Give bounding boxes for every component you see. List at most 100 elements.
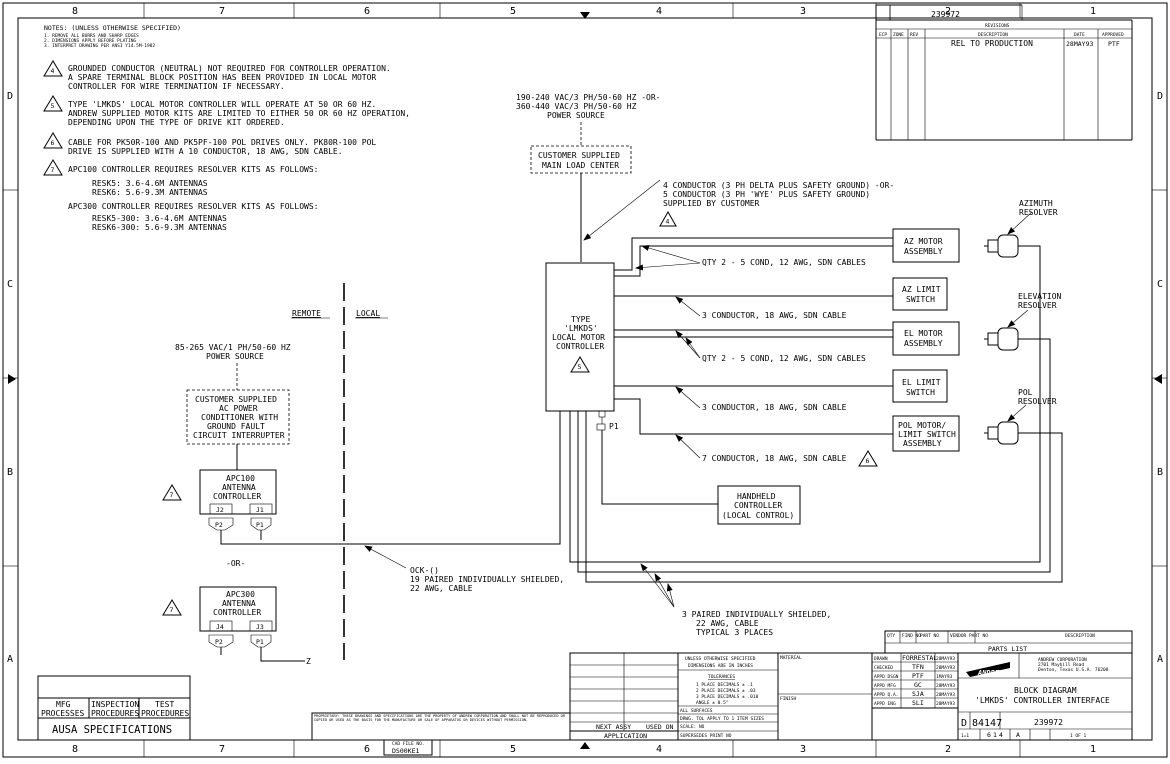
el-limit-line-2: SWITCH (906, 388, 935, 397)
zone-right-C: C (1157, 279, 1163, 290)
name-2: PTF (912, 672, 924, 680)
spec-mfg-1: MFG (56, 700, 71, 709)
label-local: LOCAL (356, 309, 380, 318)
apc100-p2-connector (208, 517, 234, 531)
pol-res-line-2: RESOLVER (1018, 397, 1057, 406)
application-block: NEXT ASSY USED ON APPLICATION (569, 652, 679, 741)
material-label: MATERIAL (780, 655, 802, 661)
rev-row-desc: REL TO PRODUCTION (951, 39, 1033, 48)
apc300-line-1: APC300 (226, 590, 255, 599)
note-7-resk6-300: RESK6-300: 5.6-9.3M ANTENNAS (92, 223, 227, 232)
lmc-p1-connector-a (598, 410, 606, 418)
tol-line-3: 3 PLACE DECIMALS ± .010 (696, 694, 759, 700)
note-5-ref-number: 5 (578, 363, 582, 371)
notes-block: NOTES: (UNLESS OTHERWISE SPECIFIED) 1. R… (43, 24, 410, 232)
pol-motor-line-1: POL MOTOR/ (898, 421, 946, 430)
note-4-number: 4 (51, 67, 55, 75)
lmc-p1-label: P1 (609, 422, 619, 431)
main-load-line-2: MAIN LOAD CENTER (542, 161, 619, 170)
zone-top-5: 5 (510, 6, 516, 17)
parts-list-title: PARTS LIST (988, 645, 1027, 653)
el-motor-line-2: ASSEMBLY (904, 339, 943, 348)
rev-digit-3: 4 (999, 731, 1003, 739)
el-motor-line-1: EL MOTOR (904, 329, 943, 338)
tol-line-4: ANGLE ± 0.5° (696, 700, 729, 706)
zone-top-4: 4 (656, 6, 662, 17)
note-4-ref-triangle (659, 210, 677, 227)
note-4-line-2: A SPARE TERMINAL BLOCK POSITION HAS BEEN… (68, 73, 376, 82)
apc100-j2: J2 (216, 506, 224, 514)
signoff-block: DRAWN CHECKED APPD DSGN APPD MFG APPD Q.… (871, 652, 959, 709)
el-res-line-2: RESOLVER (1018, 301, 1057, 310)
local-motor-controller (545, 262, 615, 412)
note-7-ref-number-a: 7 (170, 491, 174, 499)
apc100-p1-connector (250, 517, 272, 531)
apc100-line-1: APC100 (226, 474, 255, 483)
zone-bottom-4: 4 (656, 744, 662, 755)
note-4-ref-number: 4 (666, 218, 670, 226)
zone-left-B: B (7, 467, 13, 478)
lmc-line-1: TYPE (571, 315, 590, 324)
az-limit-switch (892, 277, 948, 311)
apc100-controller (199, 469, 277, 515)
rev-h-zone: ZONE (893, 32, 904, 38)
ac-power-conditioner (186, 389, 290, 445)
name-0: FORRESTAL (902, 654, 937, 662)
apc300-p2-connector (208, 634, 234, 648)
zone-bottom-1: 1 (1090, 744, 1096, 755)
note-4-line-1: GROUNDED CONDUCTOR (NEUTRAL) NOT REQUIRE… (68, 64, 391, 73)
power1-line-2: POWER SOURCE (206, 352, 264, 361)
zone-left-C: C (7, 279, 13, 290)
conditioner-line-3: CONDITIONER WITH (201, 413, 278, 422)
proprietary-text: PROPRIETARY: THESE DRAWINGS AND SPECIFIC… (314, 714, 565, 723)
parts-h-vendor: VENDOR PART NO (950, 633, 988, 639)
rev-h-rev: REV (910, 32, 918, 38)
name-1: TFN (912, 663, 924, 671)
apc300-j3: J3 (256, 623, 264, 631)
title-block: ANDREW ANDREW CORPORATION 2701 Mayhill R… (957, 652, 1133, 741)
rev-h-ecp: ECP (879, 32, 887, 38)
note-small-2: 2. DIMENSIONS APPLY BEFORE PLATING (44, 38, 136, 44)
name-3: GC (914, 681, 922, 689)
rev-title: REVISIONS (985, 23, 1010, 29)
el-motor-assembly (892, 321, 960, 356)
power3-line-3: POWER SOURCE (547, 111, 605, 120)
proprietary-block: PROPRIETARY: THESE DRAWINGS AND SPECIFIC… (311, 712, 571, 756)
date-4: 28MAY93 (936, 692, 955, 698)
zone-bottom-7: 7 (219, 744, 225, 755)
lmc-p1-connector (596, 423, 606, 431)
az-limit-line-1: AZ LIMIT (902, 285, 941, 294)
power3-line-1: 190-240 VAC/3 PH/50-60 HZ -OR- (516, 93, 661, 102)
apc100-j1: J1 (256, 506, 264, 514)
zone-left-A: A (7, 654, 13, 665)
pol-res-line-1: POL (1018, 388, 1033, 397)
note-7-line-1: APC100 CONTROLLER REQUIRES RESOLVER KITS… (68, 165, 318, 174)
lmc-line-4: CONTROLLER (556, 342, 604, 351)
apc300-p1: P1 (256, 638, 264, 646)
tol-row-1: ALL SURFACES (680, 708, 713, 714)
zone-left-D: D (7, 91, 13, 102)
pol-motor-line-2: LIMIT SWITCH (898, 430, 956, 439)
zone-top-2: 2 (945, 6, 951, 17)
zone-right-B: B (1157, 467, 1163, 478)
scale-value: 1=1 (961, 733, 969, 739)
el-limit-line-1: EL LIMIT (902, 378, 941, 387)
app-next-assy: NEXT ASSY (596, 723, 631, 731)
note-6-number: 6 (51, 139, 55, 147)
or-label: -OR- (226, 559, 245, 568)
zone-top-8: 8 (72, 6, 78, 17)
rev-h-desc: DESCRIPTION (978, 32, 1008, 38)
parts-list-block: QTY FIND NO PART NO VENDOR PART NO DESCR… (884, 630, 1133, 654)
note-6-ref-triangle (858, 450, 878, 467)
apc300-j4: J4 (216, 623, 224, 631)
size-value: D (961, 718, 967, 729)
name-5: SLI (912, 699, 924, 707)
notes-header: NOTES: (UNLESS OTHERWISE SPECIFIED) (44, 24, 181, 32)
az-motor-assembly (892, 228, 960, 263)
material-finish-block: MATERIAL FINISH (777, 652, 873, 741)
ock-line-3: 22 AWG, CABLE (410, 584, 473, 593)
note-5-ref-triangle (570, 356, 590, 373)
tol-row-2: DRWG. TOL APPLY TO 1 ITEM SIZES (680, 716, 764, 722)
note-6-triangle (43, 132, 63, 149)
conductor4-line-3: SUPPLIED BY CUSTOMER (663, 199, 760, 208)
